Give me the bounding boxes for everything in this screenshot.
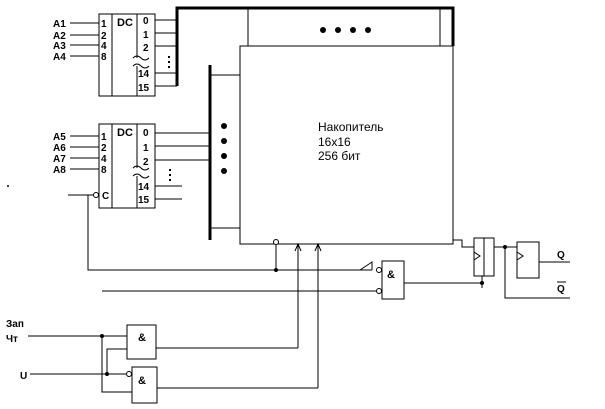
address-label-a4: A4 <box>53 52 66 63</box>
decoder-2-title: DC <box>117 127 133 139</box>
decoder-2-output-0: 0 <box>143 128 149 139</box>
and-gate-output: & <box>376 260 405 300</box>
decoder-1-ellipsis <box>168 56 170 68</box>
decoder-1-output-14: 14 <box>138 69 150 80</box>
decoder-1-output-0: 0 <box>143 16 149 27</box>
decoder-1-weight-8: 8 <box>101 52 107 63</box>
signal-label-write: Зап <box>6 319 24 330</box>
decoder-2-ellipsis <box>169 169 171 181</box>
memory-array-body <box>239 45 454 245</box>
address-label-a7: A7 <box>53 154 66 165</box>
decoder-1-weight-1: 1 <box>101 19 107 30</box>
column-bus-dots <box>221 123 227 174</box>
decoder-2-weight-1: 1 <box>101 132 107 143</box>
and-gate-bottom-bubble <box>126 371 132 377</box>
address-label-a2: A2 <box>53 31 66 42</box>
decoder-1-output-1: 1 <box>143 30 149 41</box>
flip-flop-2-body <box>516 241 540 279</box>
and-gate-top-body <box>126 324 157 360</box>
address-label-a3: A3 <box>53 41 66 52</box>
memory-control-bubble <box>273 239 279 245</box>
decoder-1-weight-4: 4 <box>101 41 107 52</box>
decoder-2-weight-2: 2 <box>101 143 107 154</box>
address-label-a1: A1 <box>53 19 66 30</box>
memory-label-size: 16x16 <box>318 135 351 149</box>
address-label-a8: A8 <box>53 165 66 176</box>
and-gate-top: & <box>126 324 157 360</box>
output-label-q-bar: Q <box>557 284 565 295</box>
decoder-2-output-1: 1 <box>143 143 149 154</box>
decoder-1-output-2: 2 <box>143 43 149 54</box>
memory-label-name: Накопитель <box>318 120 384 134</box>
signal-label-read: Чт <box>6 334 18 345</box>
decoder-1-body <box>98 13 156 97</box>
decoder-2-output-15: 15 <box>138 195 150 206</box>
signal-label-u: U <box>20 371 27 382</box>
and-gate-output-symbol: & <box>387 269 395 281</box>
decoder-1-title: DC <box>117 17 133 29</box>
memory-array: Накопитель 16x16 256 бит <box>239 45 454 245</box>
row-bus <box>175 6 455 86</box>
and-gate-output-bubble-1 <box>376 267 382 273</box>
decoder-2-output-14: 14 <box>138 182 150 193</box>
decoder-2-output-2: 2 <box>143 157 149 168</box>
decoder-2-weight-4: 4 <box>101 154 107 165</box>
and-gate-output-bubble-2 <box>376 288 382 294</box>
decoder-1-output-15: 15 <box>138 83 150 94</box>
memory-label-bits: 256 бит <box>318 149 361 163</box>
flip-flop-1 <box>473 237 495 277</box>
and-gate-bottom: & <box>126 366 158 404</box>
row-bus-dots <box>320 27 371 33</box>
and-gate-bottom-body <box>131 366 158 404</box>
flip-flop-2 <box>516 241 540 279</box>
decoder-2-weight-8: 8 <box>101 165 107 176</box>
decoder-2-enable-label: C <box>102 191 109 202</box>
decoder-2-enable-bubble <box>93 192 99 198</box>
address-label-a6: A6 <box>53 143 66 154</box>
address-label-a5: A5 <box>53 132 66 143</box>
decoder-1: DC A1 A2 A3 A4 1 2 4 8 0 1 2 14 15 <box>53 13 177 97</box>
decoder-2: DC A5 A6 A7 A8 1 2 4 8 C 0 1 2 14 15 <box>53 123 210 209</box>
decoder-1-weight-2: 2 <box>101 31 107 42</box>
output-label-q: Q <box>557 250 565 261</box>
and-gate-output-body <box>381 260 405 300</box>
and-gate-top-symbol: & <box>138 332 146 344</box>
decoder-2-body <box>98 123 156 209</box>
and-gate-bottom-symbol: & <box>138 375 146 387</box>
